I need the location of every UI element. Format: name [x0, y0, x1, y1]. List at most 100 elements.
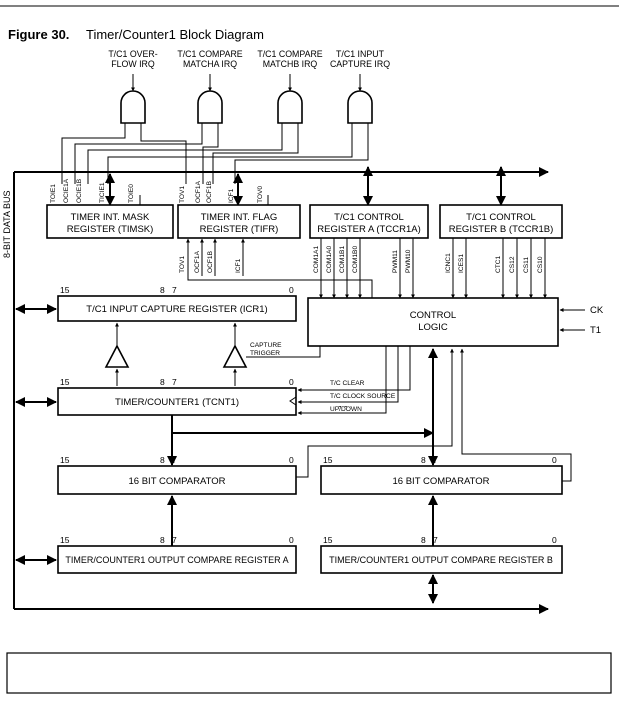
buffer-triangle	[104, 344, 130, 368]
bit-label: CS10	[537, 256, 544, 273]
bit-label: OCF1B	[206, 180, 213, 203]
control-logic-label: CONTROL	[410, 310, 456, 321]
up-down-label: UP/DOWN	[330, 406, 362, 413]
bit-index: 7	[433, 455, 438, 465]
bit-index: 7	[172, 535, 177, 545]
bit-index: 15	[60, 455, 70, 465]
tifr-label: TIMER INT. FLAG	[201, 212, 278, 223]
tccr1a-label: REGISTER A (TCCR1A)	[317, 224, 420, 235]
input-ck: CK	[590, 305, 604, 316]
bit-label: CS11	[523, 257, 530, 273]
and-gate-compare-a	[197, 90, 223, 124]
comparator-a-label: 16 BIT COMPARATOR	[129, 476, 226, 487]
and-gate-overflow	[120, 90, 146, 124]
tccr1a-label: T/C1 CONTROL	[334, 212, 404, 223]
timsk-register: TIMER INT. MASK REGISTER (TIMSK) TOIE1 O…	[46, 178, 174, 239]
irq-label: T/C1 INPUT	[336, 49, 385, 59]
ocr1a-label: TIMER/COUNTER1 OUTPUT COMPARE REGISTER A	[65, 555, 288, 565]
bit-label: OCIE1B	[76, 178, 83, 203]
control-logic-box	[307, 297, 559, 347]
ocr1b-register: 15 8 7 0 TIMER/COUNTER1 OUTPUT COMPARE R…	[320, 535, 563, 574]
bit-label: ICF1	[235, 258, 242, 273]
data-bus-label: 8-BIT DATA BUS	[2, 190, 12, 258]
icr1-register: 15 8 7 0 T/C1 INPUT CAPTURE REGISTER (IC…	[57, 285, 297, 322]
tcnt1-register: 15 8 7 0 TIMER/COUNTER1 (TCNT1)	[57, 377, 297, 416]
capture-trigger-label: TRIGGER	[250, 350, 280, 357]
gate-wires	[61, 123, 369, 184]
and-gate-compare-b	[277, 90, 303, 124]
flag-wire	[187, 276, 373, 298]
tc-clock-source-label: T/C CLOCK SOURCE	[330, 393, 396, 400]
bit-label: PWM11	[392, 250, 399, 273]
tcnt1-output-lines	[167, 348, 572, 482]
bit-label: TOV1	[179, 256, 186, 273]
ocr1a-box	[57, 545, 297, 574]
and-gates	[120, 74, 373, 124]
bit-label: COM1B0	[352, 246, 359, 273]
bit-label: ICES1	[458, 254, 465, 273]
irq-label: FLOW IRQ	[111, 59, 155, 69]
irq-label: MATCHB IRQ	[263, 59, 318, 69]
ocr1b-box	[320, 545, 563, 574]
and-gate-capture	[347, 90, 373, 124]
tccr1b-box	[439, 204, 563, 239]
icr1-box	[57, 295, 297, 322]
bit-index: 7	[172, 285, 177, 295]
bit-index: 0	[289, 455, 294, 465]
bit-label: TICIE1	[99, 182, 106, 203]
irq-label: T/C1 COMPARE	[177, 49, 242, 59]
control-logic-label: LOGIC	[418, 322, 448, 333]
bit-index: 0	[552, 455, 557, 465]
ocr1a-register: 15 8 7 0 TIMER/COUNTER1 OUTPUT COMPARE R…	[57, 535, 297, 574]
bit-label: OCIE1A	[63, 178, 70, 203]
buffers: CAPTURE TRIGGER	[104, 322, 321, 386]
timsk-label: TIMER INT. MASK	[71, 212, 150, 223]
icr1-label: T/C1 INPUT CAPTURE REGISTER (ICR1)	[86, 304, 267, 315]
tifr-label: REGISTER (TIFR)	[200, 224, 279, 235]
comparator-b: 15 8 7 0 16 BIT COMPARATOR	[320, 455, 563, 495]
bit-index: 15	[60, 535, 70, 545]
input-t1: T1	[590, 325, 601, 336]
comparator-a-box	[57, 465, 297, 495]
tcnt1-box	[57, 387, 297, 416]
irq-label: T/C1 COMPARE	[257, 49, 322, 59]
tifr-register: TIMER INT. FLAG REGISTER (TIFR) TOV1 OCF…	[177, 180, 301, 276]
bit-label: TOV0	[257, 186, 264, 203]
caption-box	[6, 652, 612, 694]
bit-index: 8	[160, 285, 165, 295]
irq-label: CAPTURE IRQ	[330, 59, 390, 69]
bit-index: 0	[289, 535, 294, 545]
bit-index: 15	[60, 285, 70, 295]
bit-index: 8	[421, 455, 426, 465]
bit-label: TOIE0	[128, 184, 135, 203]
timsk-box	[46, 204, 174, 239]
comparator-b-label: 16 BIT COMPARATOR	[393, 476, 490, 487]
tccr1b-label: REGISTER B (TCCR1B)	[449, 224, 554, 235]
bit-label: ICNC1	[445, 253, 452, 273]
bit-index: 15	[323, 535, 333, 545]
bit-index: 8	[160, 377, 165, 387]
comparator-b-box	[320, 465, 563, 495]
bit-index: 7	[172, 455, 177, 465]
bit-label: PWM10	[405, 249, 412, 273]
bit-label: OCF1B	[207, 250, 214, 273]
capture-trigger-label: CAPTURE	[250, 342, 282, 349]
tccr1a-register: T/C1 CONTROL REGISTER A (TCCR1A) COM1A1 …	[309, 204, 429, 299]
bit-label: COM1B1	[339, 246, 346, 273]
buffer-triangle	[222, 344, 248, 368]
bit-index: 0	[552, 535, 557, 545]
irq-label: T/C1 OVER-	[108, 49, 157, 59]
bit-index: 7	[172, 377, 177, 387]
bit-index: 0	[289, 377, 294, 387]
tifr-box	[177, 204, 301, 239]
bit-index: 8	[160, 455, 165, 465]
irq-label: MATCHA IRQ	[183, 59, 237, 69]
bit-index: 8	[160, 535, 165, 545]
comparator-a: 15 8 7 0 16 BIT COMPARATOR	[57, 455, 297, 495]
bit-label: OCF1A	[194, 250, 201, 273]
figure-number: Figure 30.	[8, 27, 69, 42]
ocr1b-label: TIMER/COUNTER1 OUTPUT COMPARE REGISTER B	[329, 555, 553, 565]
timsk-label: REGISTER (TIMSK)	[67, 224, 154, 235]
